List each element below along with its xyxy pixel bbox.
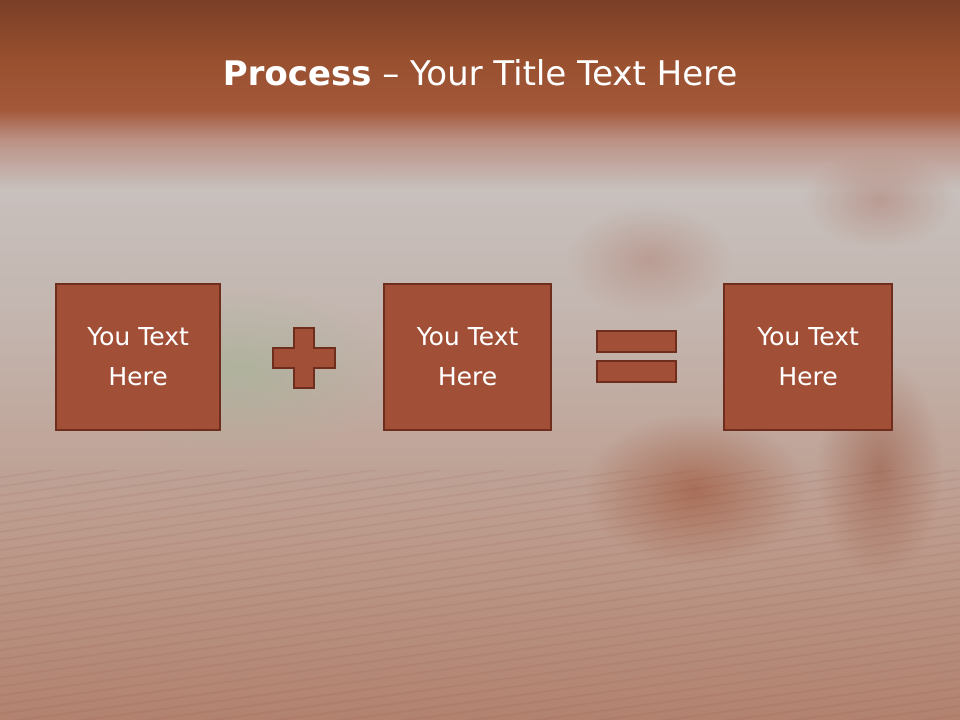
title-rest: – Your Title Text Here	[371, 54, 738, 94]
title-bold: Process	[222, 54, 372, 94]
process-box-3-text: You Text Here	[757, 322, 859, 391]
process-box-1[interactable]: You Text Here	[55, 283, 221, 431]
wood-grain-texture	[0, 470, 960, 720]
slide-title: Process – Your Title Text Here	[0, 52, 960, 96]
process-box-2-text: You Text Here	[416, 322, 519, 391]
plus-icon	[272, 327, 336, 389]
process-box-2[interactable]: You Text Here	[383, 283, 552, 431]
process-box-3[interactable]: You Text Here	[723, 283, 893, 431]
process-box-1-text: You Text Here	[87, 322, 189, 391]
equals-icon	[596, 330, 677, 383]
title-band	[0, 0, 960, 190]
